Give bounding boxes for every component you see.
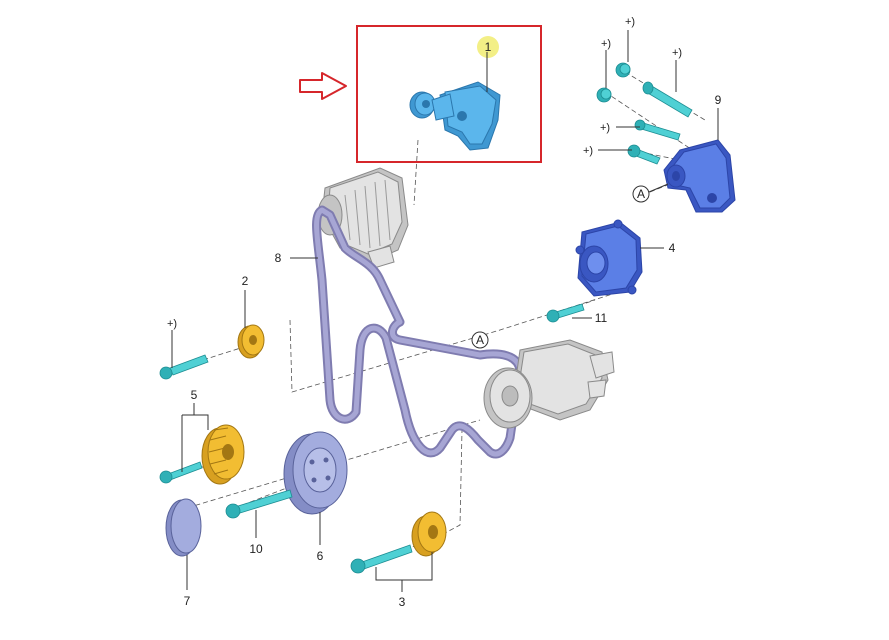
- highlight-arrow-icon: [299, 72, 347, 100]
- part-3-pulley-assembly: [350, 511, 447, 574]
- callout-3: 3: [399, 595, 406, 609]
- alignment-lines: [164, 71, 706, 566]
- callout-11: 11: [595, 311, 608, 325]
- plus-markers: +) +) +) +) +) +): [167, 16, 682, 330]
- callout-1-marker-icon: [477, 36, 499, 58]
- callout-4: 4: [669, 241, 676, 255]
- part-1-tensioner: [409, 81, 501, 151]
- highlight-frame: [356, 25, 542, 163]
- callout-9: 9: [715, 93, 722, 107]
- water-pump-housing: [483, 339, 615, 429]
- part-4-pump-cover: [575, 219, 643, 297]
- reference-marker-a-upper: A: [632, 183, 669, 203]
- callout-6: 6: [317, 549, 324, 563]
- part-7-disc: [165, 498, 202, 557]
- ref-a-lower-label: A: [476, 333, 484, 347]
- plus-marker-bracket-bolt-middle: +): [600, 122, 610, 134]
- plus-marker-bracket-nut-left: +): [601, 38, 611, 50]
- callout-1: 1: [485, 40, 492, 54]
- idler-bolt: [159, 354, 209, 380]
- ref-a-upper-label: A: [637, 187, 645, 201]
- reference-marker-a-lower: A: [471, 331, 489, 349]
- part-11-bolt: [546, 303, 585, 323]
- part-5-pulley-assembly: [159, 424, 245, 485]
- part-6-crank-pulley: [283, 431, 348, 515]
- bracket-bolts: [596, 62, 693, 165]
- callout-5: 5: [191, 388, 198, 402]
- plus-marker-bracket-stud: +): [672, 47, 682, 59]
- plus-marker-bracket-nut-top: +): [625, 16, 635, 28]
- callout-labels: 1 2 3 4 5 6 7 8 9 10 11: [184, 40, 722, 609]
- callout-10: 10: [249, 542, 263, 556]
- plus-marker-idler-bolt: +): [167, 318, 177, 330]
- part-10-bolt: [225, 489, 293, 519]
- leader-lines: [171, 30, 719, 592]
- part-9-bracket: [663, 139, 736, 213]
- part-2-idler-pulley: [237, 324, 265, 359]
- part-8-drive-belt: [312, 205, 525, 459]
- callout-8: 8: [275, 251, 282, 265]
- plus-marker-bracket-bolt-lower: +): [583, 145, 593, 157]
- callout-7: 7: [184, 594, 191, 608]
- callout-2: 2: [242, 274, 249, 288]
